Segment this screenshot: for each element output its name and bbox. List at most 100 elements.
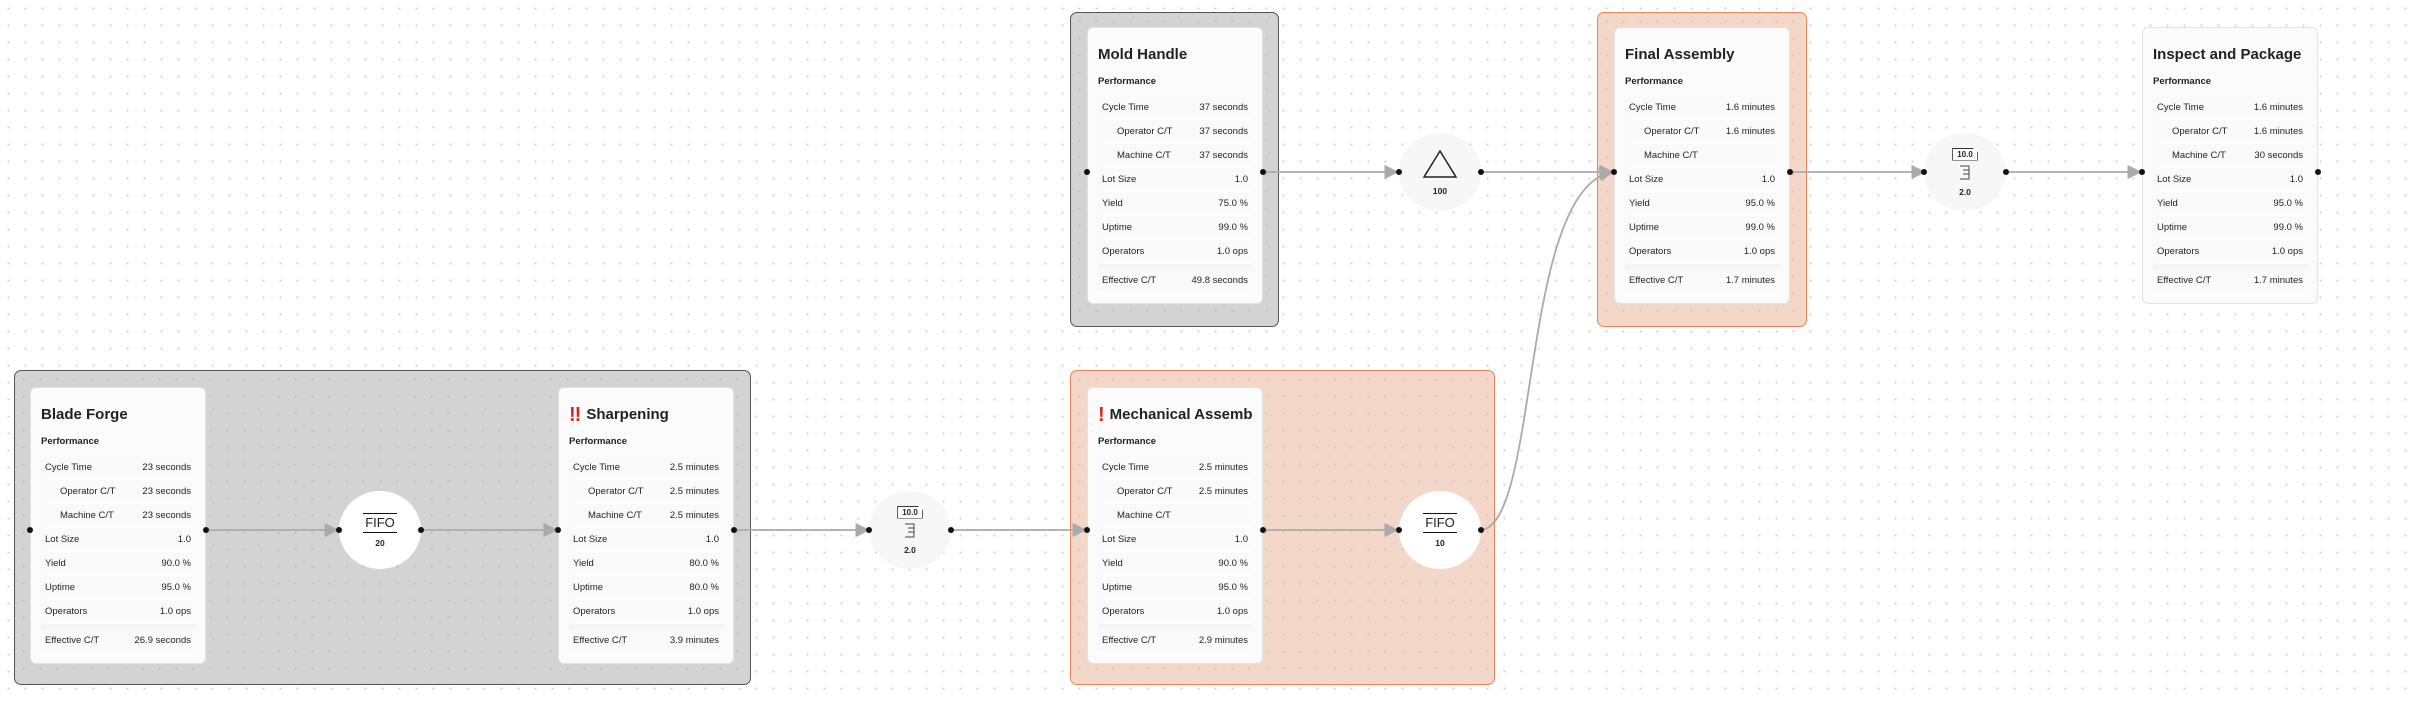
metric-label: Yield: [2157, 198, 2178, 209]
metric-value: 2.5 minutes: [1198, 486, 1248, 497]
metric-value: 95.0 %: [1218, 582, 1248, 593]
process-name: Final Assembly: [1625, 46, 1735, 63]
metric-label: Yield: [573, 558, 594, 569]
metric-label: Machine C/T: [1117, 510, 1171, 521]
section-title: Performance: [1625, 76, 1684, 87]
triangle-inventory-icon: [1422, 149, 1458, 184]
section-title: Performance: [41, 436, 100, 447]
output-port[interactable]: [203, 527, 209, 533]
input-port[interactable]: [1396, 527, 1402, 533]
inventory-quantity: 20: [375, 537, 385, 548]
metric-label: Machine C/T: [2172, 150, 2226, 161]
metric-label: Uptime: [1629, 222, 1660, 233]
input-port[interactable]: [1396, 169, 1402, 175]
metric-label: Lot Size: [45, 534, 80, 545]
process-title: Blade Forge: [41, 402, 195, 428]
output-port[interactable]: [2315, 169, 2321, 175]
output-port[interactable]: [1260, 527, 1266, 533]
metric-label: Yield: [45, 558, 66, 569]
input-port[interactable]: [555, 527, 561, 533]
process-title: !Mechanical Assembly: [1098, 402, 1252, 428]
metric-value: 1.6 minutes: [1725, 102, 1775, 113]
metric-label: Effective C/T: [2157, 275, 2212, 286]
metric-label: Machine C/T: [1117, 150, 1171, 161]
metric-label: Effective C/T: [45, 635, 100, 646]
metric-value: 1.0 ops: [1216, 246, 1248, 257]
output-port[interactable]: [1787, 169, 1793, 175]
metric-label: Machine C/T: [1644, 150, 1698, 161]
output-port[interactable]: [1478, 527, 1484, 533]
metric-label: Operators: [45, 606, 88, 617]
metric-label: Lot Size: [1629, 174, 1664, 185]
output-port[interactable]: [2003, 169, 2009, 175]
metric-value: 1.0 ops: [2271, 246, 2303, 257]
metric-value: 37 seconds: [1199, 150, 1248, 161]
input-port[interactable]: [1084, 169, 1090, 175]
input-port[interactable]: [1921, 169, 1927, 175]
input-port[interactable]: [336, 527, 342, 533]
input-port[interactable]: [1611, 169, 1617, 175]
metric-value: 23 seconds: [142, 486, 191, 497]
metric-row: Uptime 80.0 %: [569, 576, 723, 600]
output-port[interactable]: [731, 527, 737, 533]
metric-label: Lot Size: [1102, 174, 1137, 185]
metric-label: Uptime: [1102, 222, 1133, 233]
inventory-quantity: 2.0: [1959, 186, 1971, 197]
metric-label: Effective C/T: [1102, 635, 1157, 646]
metric-row: Yield 90.0 %: [41, 552, 195, 576]
output-port[interactable]: [1260, 169, 1266, 175]
metric-value: 1.0: [2289, 174, 2303, 185]
metric-value: 90.0 %: [161, 558, 191, 569]
inventory-inventory-triangle[interactable]: 100: [1399, 133, 1481, 211]
metric-value: 37 seconds: [1199, 102, 1248, 113]
metric-label: Operators: [1102, 246, 1145, 257]
input-port[interactable]: [2139, 169, 2145, 175]
metric-value: 1.0: [1761, 174, 1775, 185]
supermarket-icon: [904, 522, 916, 543]
metric-label: Operator C/T: [60, 486, 116, 497]
output-port[interactable]: [948, 527, 954, 533]
metric-value: 1.7 minutes: [2253, 275, 2303, 286]
metric-row: Machine C/T 30 seconds: [2153, 144, 2307, 168]
input-port[interactable]: [866, 527, 872, 533]
metric-value: 1.0 ops: [159, 606, 191, 617]
metric-label: Cycle Time: [1102, 462, 1149, 473]
metric-label: Cycle Time: [2157, 102, 2204, 113]
edge-fifo-to-final[interactable]: [1481, 167, 1614, 531]
process-name: Blade Forge: [41, 406, 128, 423]
output-port[interactable]: [1478, 169, 1484, 175]
input-port[interactable]: [27, 527, 33, 533]
metric-label: Machine C/T: [588, 510, 642, 521]
metric-label: Operator C/T: [2172, 126, 2228, 137]
input-port[interactable]: [1084, 527, 1090, 533]
metric-label: Uptime: [573, 582, 604, 593]
metric-label: Effective C/T: [573, 635, 628, 646]
metric-value: 80.0 %: [689, 582, 719, 593]
metric-value: 1.7 minutes: [1725, 275, 1775, 286]
metric-value: 75.0 %: [1218, 198, 1248, 209]
metric-value: 30 seconds: [2254, 150, 2303, 161]
output-port[interactable]: [418, 527, 424, 533]
metric-value: 80.0 %: [689, 558, 719, 569]
